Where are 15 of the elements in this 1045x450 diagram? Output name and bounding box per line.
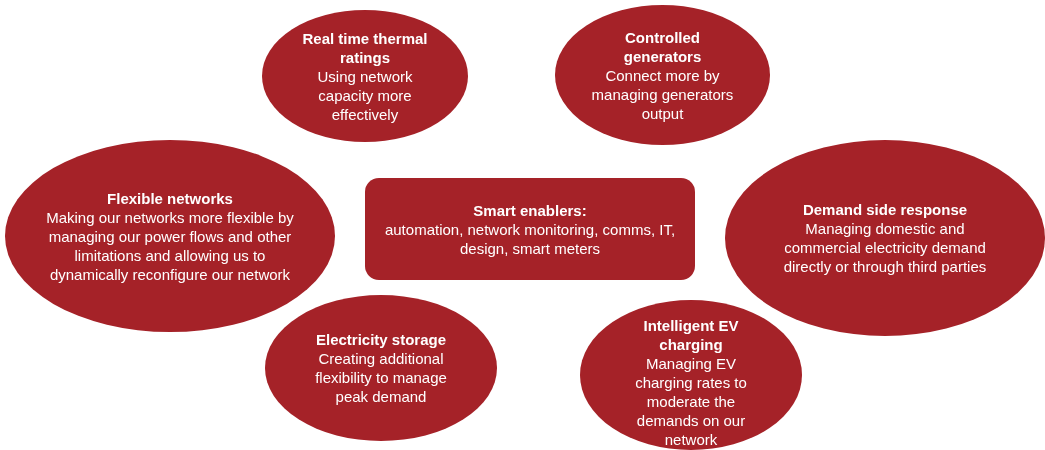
node-title: Smart enablers: xyxy=(473,200,587,220)
node-description: Connect more by managing generators output xyxy=(590,65,735,123)
node-title: Electricity storage xyxy=(315,330,447,349)
node-description: Creating additional flexibility to manage peak demand xyxy=(314,349,448,406)
node-description: Managing domestic and commercial electricity demand directly or through third parties xyxy=(782,219,988,276)
node-title: Intelligent EV charging xyxy=(642,315,740,354)
node-description: Using network capacity more effectively xyxy=(316,66,414,124)
node-title: Controlled generators xyxy=(622,27,703,66)
node-description: Making our networks more flexible by managing our power flows and other limitations and allowing us to dynamically reconfigure our network xyxy=(45,207,295,284)
node-description: automation, network monitoring, comms, IT, design, smart meters xyxy=(383,219,677,258)
node-title: Demand side response xyxy=(802,200,968,219)
rounded-box xyxy=(365,178,695,280)
node-title: Real time thermal ratings xyxy=(301,28,429,67)
node-title: Flexible networks xyxy=(107,188,233,208)
node-description: Managing EV charging rates to moderate the demands on our network xyxy=(634,353,748,449)
